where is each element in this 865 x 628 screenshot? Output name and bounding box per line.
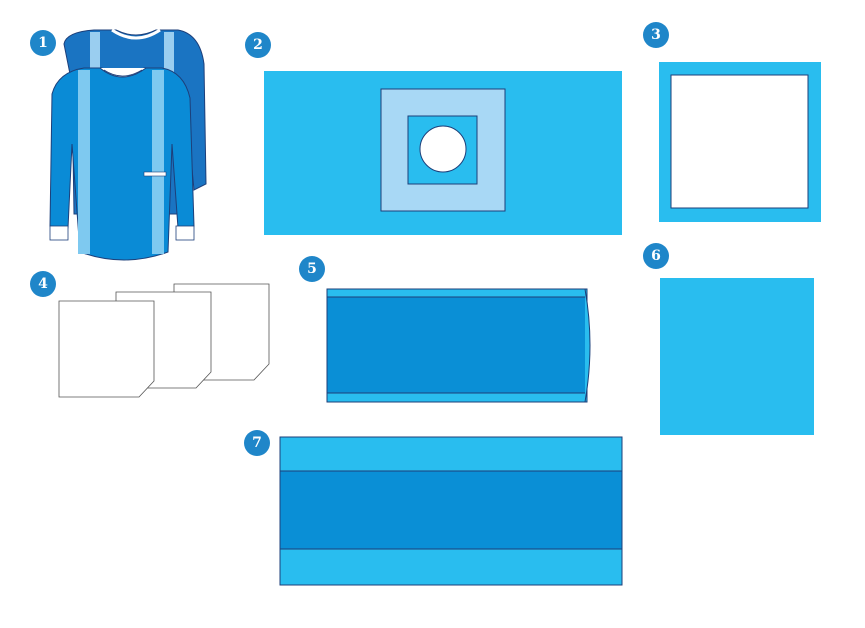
badge-4: 4 — [30, 271, 56, 297]
frame-drape — [659, 62, 821, 222]
square-drape — [660, 278, 814, 435]
front-gown — [49, 67, 195, 261]
tube-drape — [326, 288, 591, 403]
towels-illustration — [58, 283, 270, 398]
fenestrated-drape — [264, 71, 622, 235]
badge-2: 2 — [245, 32, 271, 58]
badge-3: 3 — [643, 22, 669, 48]
badge-6: 6 — [643, 243, 669, 269]
badge-7: 7 — [244, 430, 270, 456]
badge-1: 1 — [30, 30, 56, 56]
striped-drape — [279, 436, 623, 586]
surgical-gowns-illustration — [49, 28, 207, 261]
badge-5: 5 — [299, 256, 325, 282]
